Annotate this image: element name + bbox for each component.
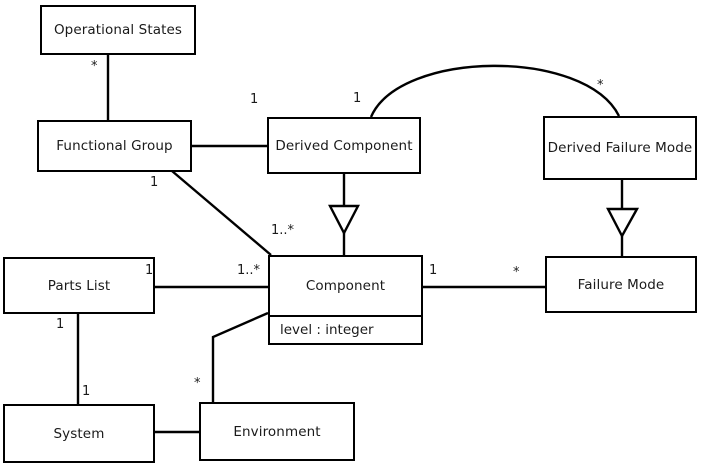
uml-class-operational-states[interactable]: Operational States [40, 5, 196, 55]
multiplicity-derived-component-left: 1 [250, 92, 259, 107]
multiplicity-system-top: 1 [82, 384, 91, 399]
class-name-environment: Environment [233, 423, 321, 440]
class-name-functional-group: Functional Group [56, 138, 173, 154]
class-name-system: System [53, 425, 105, 442]
uml-class-functional-group[interactable]: Functional Group [37, 120, 192, 172]
multiplicity-functional-group-component: 1 [150, 175, 159, 190]
multiplicity-failure-mode-left: * [513, 265, 520, 280]
uml-class-failure-mode[interactable]: Failure Mode [545, 256, 697, 313]
class-name-derived-component: Derived Component [275, 137, 413, 154]
connector-environment-component [211, 311, 269, 402]
class-name-failure-mode: Failure Mode [577, 276, 665, 293]
multiplicity-curve-derived-component: 1 [353, 91, 362, 106]
uml-class-derived-component[interactable]: Derived Component [267, 117, 421, 174]
uml-class-derived-failure-mode[interactable]: Derived Failure Mode [543, 116, 697, 180]
uml-class-environment[interactable]: Environment [199, 402, 355, 461]
uml-class-component[interactable]: Component level : integer [268, 255, 423, 345]
uml-class-parts-list[interactable]: Parts List [3, 257, 155, 314]
connector-functional-group-component [171, 170, 272, 256]
multiplicity-parts-list-right: 1 [145, 263, 154, 278]
connector-derived-component-derived-failure-mode-curve [369, 64, 621, 118]
multiplicity-curve-derived-failure-mode: * [597, 78, 604, 93]
uml-class-system[interactable]: System [3, 404, 155, 463]
generalization-triangle-icon-failure-mode [606, 207, 640, 239]
class-name-derived-failure-mode: Derived Failure Mode [547, 140, 693, 156]
multiplicity-environment-top: * [194, 376, 201, 391]
multiplicity-parts-list-bottom: 1 [56, 317, 65, 332]
generalization-triangle-icon-component [328, 204, 360, 236]
class-attribute-component-level: level : integer [270, 315, 421, 343]
multiplicity-component-right: 1 [429, 263, 438, 278]
multiplicity-component-functional-group: 1..* [271, 223, 295, 238]
class-name-parts-list: Parts List [47, 277, 111, 294]
class-name-operational-states: Operational States [53, 22, 183, 38]
class-name-component: Component [305, 278, 386, 294]
multiplicity-component-left: 1..* [237, 263, 261, 278]
multiplicity-operational-states: * [91, 59, 98, 74]
